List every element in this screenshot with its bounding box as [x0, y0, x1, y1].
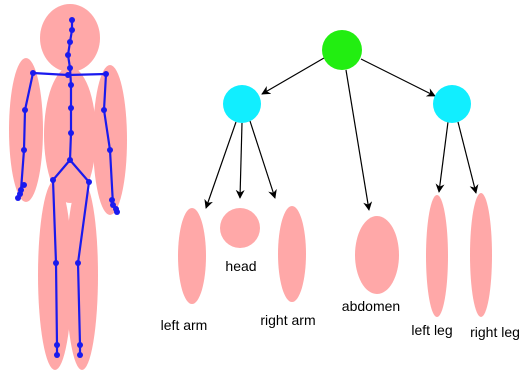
figure-right-leg — [66, 180, 98, 370]
edge-lower-to-left-leg — [439, 122, 448, 192]
edge-root-to-abdomen — [346, 70, 369, 210]
label-right-arm: right arm — [260, 312, 315, 328]
leaf-parts — [178, 193, 492, 317]
edge-upper-to-head — [240, 123, 242, 198]
upper-body-node — [223, 85, 261, 123]
tree-edges — [206, 58, 476, 210]
figure-left-arm — [9, 58, 43, 202]
human-figure — [9, 4, 127, 370]
right-arm-part — [278, 206, 306, 302]
edge-root-to-upper — [262, 58, 324, 94]
left-leg-part — [426, 195, 448, 317]
edge-root-to-lower — [361, 59, 435, 96]
label-left-arm: left arm — [161, 317, 208, 333]
edge-lower-to-right-leg — [458, 122, 476, 193]
root-node — [322, 30, 362, 70]
edge-upper-to-right-arm — [250, 121, 275, 198]
abdomen-part — [355, 216, 399, 294]
label-right-leg: right leg — [470, 324, 520, 340]
label-left-leg: left leg — [411, 322, 452, 338]
right-leg-part — [470, 193, 492, 317]
edge-upper-to-left-arm — [206, 122, 236, 208]
head-part — [220, 208, 260, 248]
part-labels: left arm head right arm abdomen left leg… — [161, 258, 520, 340]
lower-body-node — [433, 85, 471, 123]
label-abdomen: abdomen — [342, 298, 400, 314]
figure-right-arm — [93, 65, 127, 215]
label-head: head — [225, 258, 256, 274]
hierarchy-tree: left arm head right arm abdomen left leg… — [161, 30, 520, 340]
left-arm-part — [178, 208, 206, 304]
